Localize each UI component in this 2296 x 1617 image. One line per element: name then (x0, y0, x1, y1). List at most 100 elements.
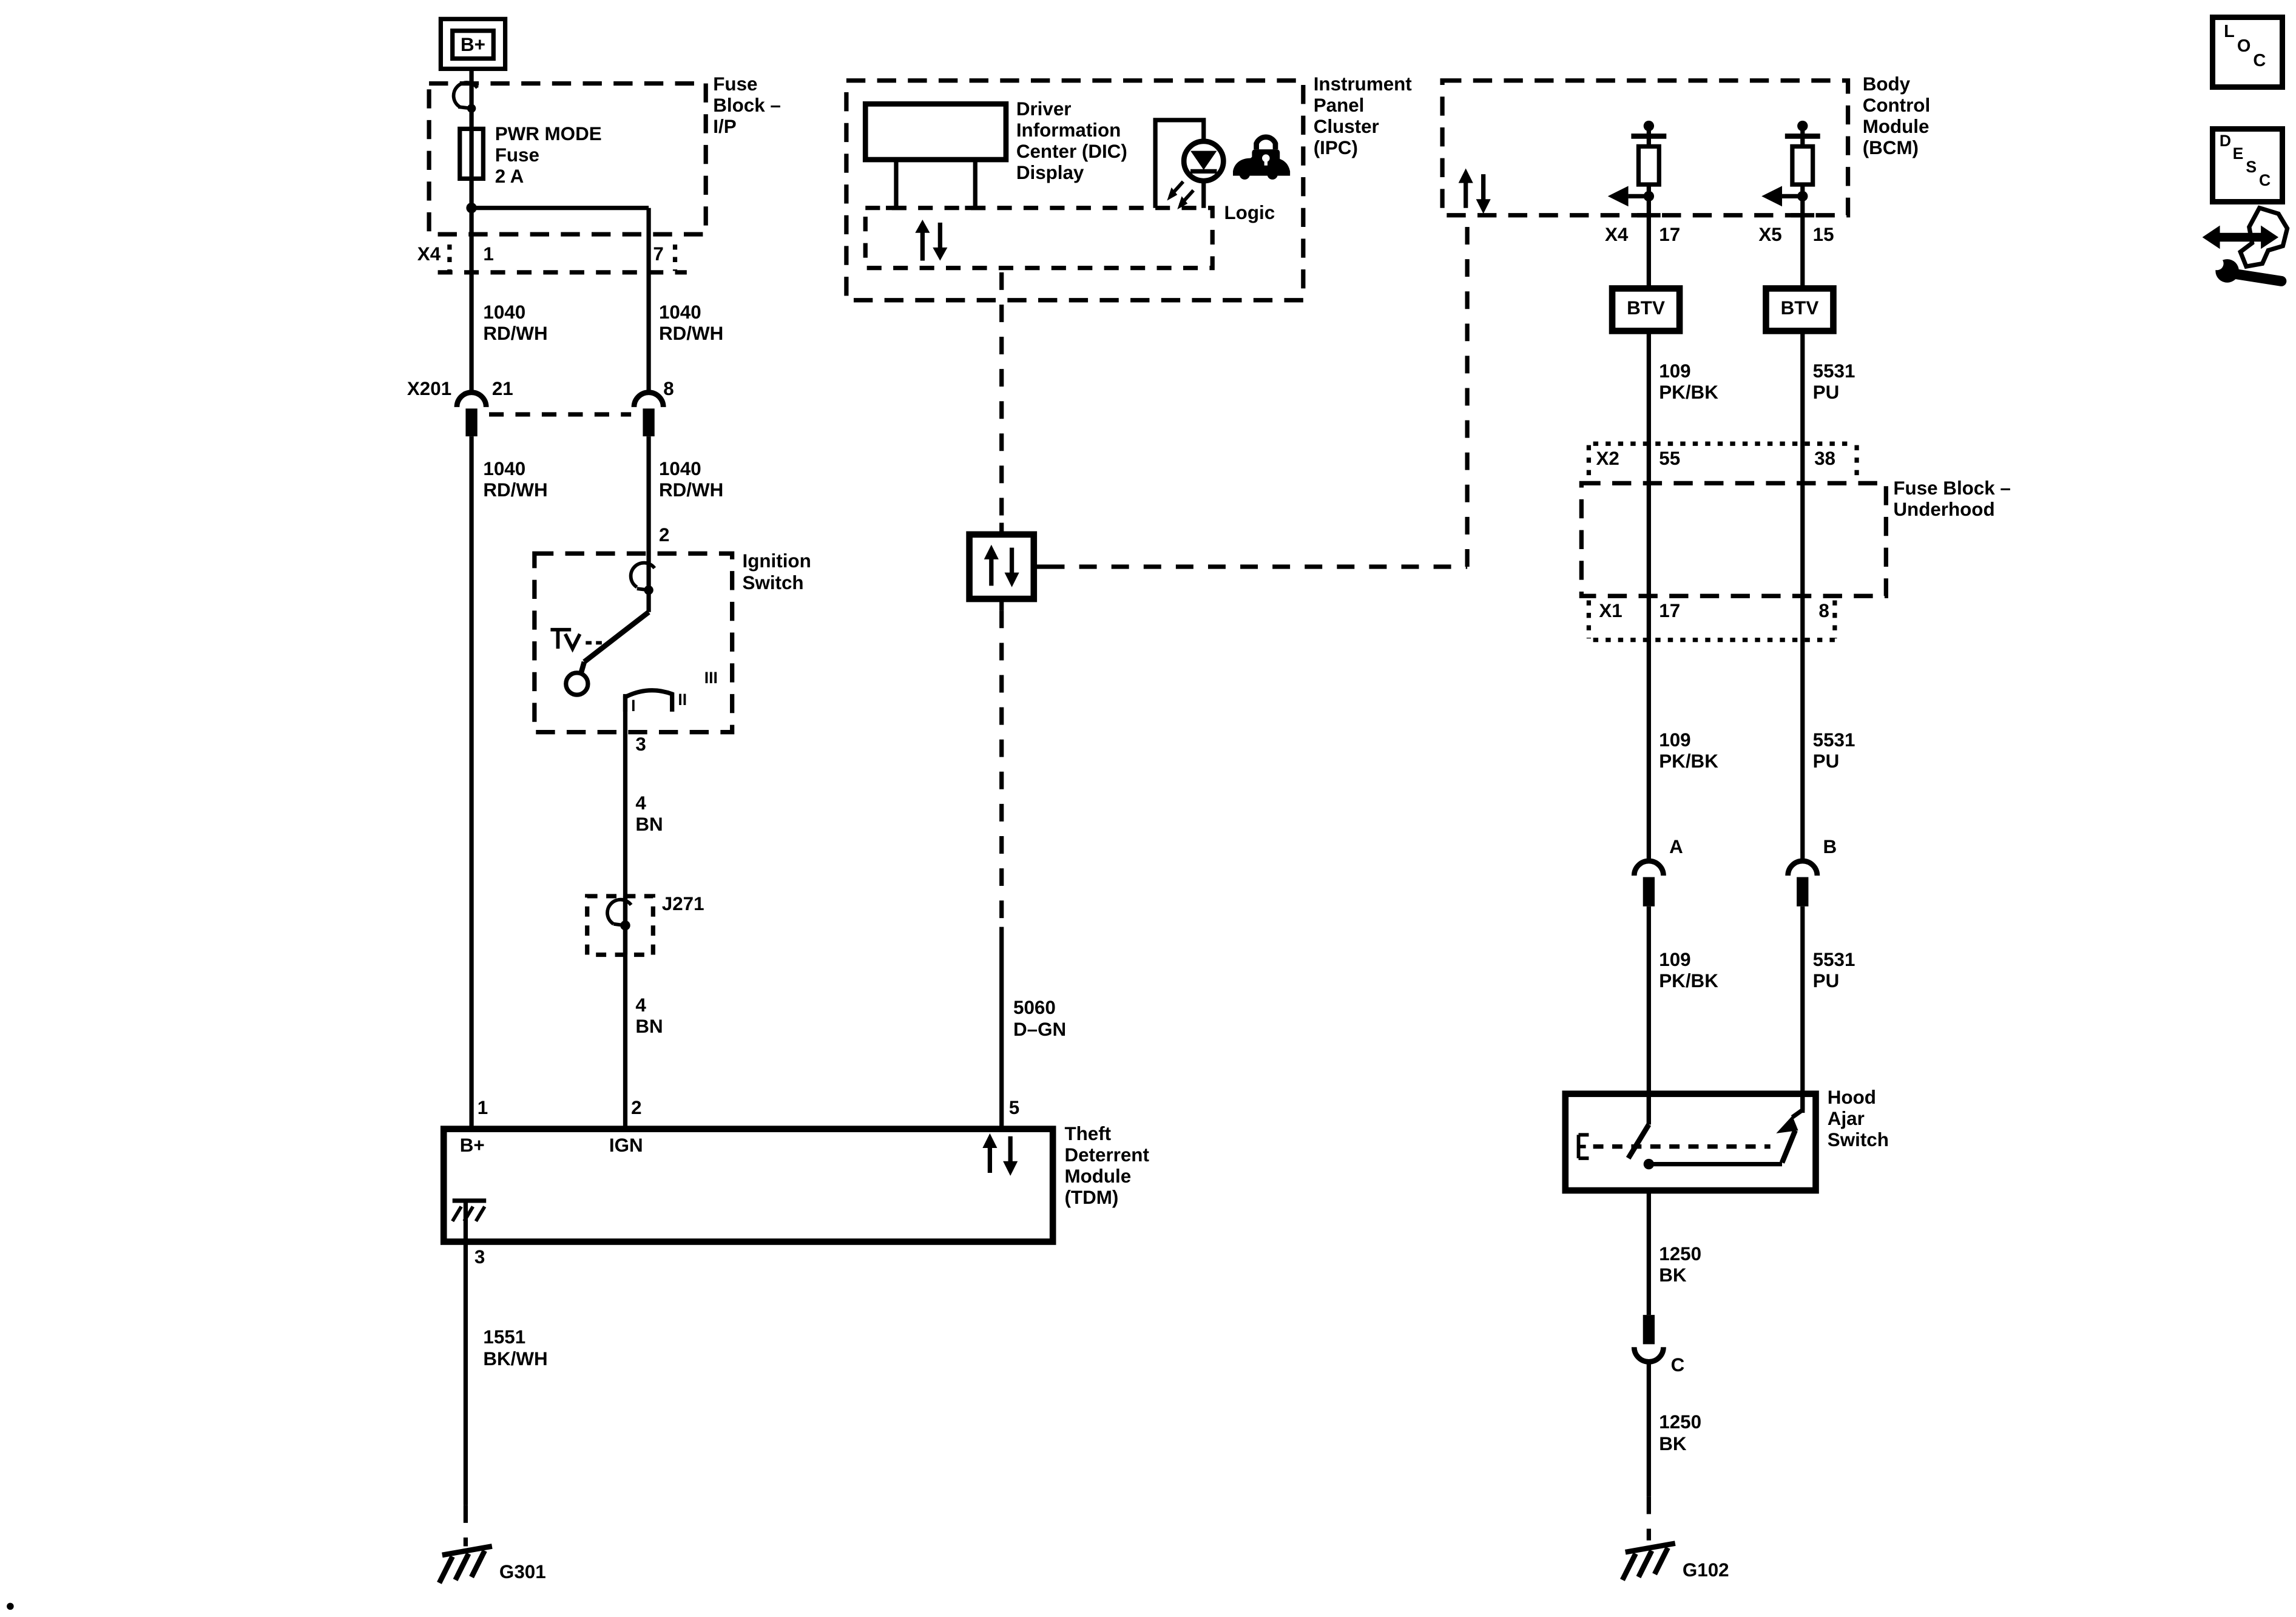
fuse-block-ip-label: Fuse Block – I/P (713, 73, 781, 137)
security-led-icon (1153, 118, 1226, 210)
wire-1040-label-3: 1040 RD/WH (483, 458, 548, 501)
x4-pin1-label: 1 (483, 243, 494, 265)
fuse-clip-icon (451, 81, 479, 113)
wire-4bn-label-1: 4 BN (635, 792, 663, 835)
underhood-fuse-block-label: Fuse Block – Underhood (1893, 477, 2011, 520)
btv-left-box (1609, 285, 1683, 334)
g301-ground-icon (437, 1544, 493, 1584)
j271-label: J271 (661, 893, 704, 915)
bcm-serial-arrows-icon (1458, 168, 1491, 214)
x4-pin7-label: 7 (653, 243, 664, 265)
x1-pin17-label: 17 (1659, 600, 1681, 622)
loc-button[interactable]: L O C (2209, 15, 2285, 90)
pwr-mode-fuse-icon (458, 126, 486, 181)
tdm-bplus-label: B+ (459, 1135, 485, 1156)
btv-right-box (1763, 285, 1837, 334)
ignition-pin3-label: 3 (635, 734, 646, 755)
x1-pin8-label: 8 (1818, 600, 1829, 622)
connector-a-label: A (1669, 836, 1683, 857)
x2-pin38-label: 38 (1814, 448, 1835, 470)
x201-pin8-label: 8 (663, 377, 674, 399)
connector-a-icon (1631, 858, 1666, 906)
wire-5531-label-2: 5531 PU (1812, 729, 1855, 772)
wire-109-label-1: 109 PK/BK (1659, 360, 1718, 403)
wire-109-label-3: 109 PK/BK (1659, 948, 1718, 991)
j271-splice-icon (585, 894, 655, 957)
desc-letter-c: C (2259, 170, 2271, 189)
underhood-fuse-block-outline (1579, 481, 1888, 598)
x201-connector-label: X201 (407, 377, 452, 399)
pwr-mode-fuse-label: PWR MODE Fuse 2 A (495, 123, 602, 187)
wire-1551-label: 1551 BK/WH (483, 1326, 548, 1369)
dic-display-icon (862, 101, 1009, 211)
desc-letter-d: D (2219, 131, 2232, 150)
hand-wrench-nav-icon[interactable] (2202, 205, 2290, 286)
ignition-pos-3-label: III (704, 668, 718, 687)
serial-data-wire (999, 219, 1470, 1129)
connector-b-label: B (1823, 836, 1837, 857)
logic-label: Logic (1224, 202, 1275, 224)
loc-letter-c: C (2253, 50, 2266, 70)
wire-5531-label-3: 5531 PU (1812, 948, 1855, 991)
wire-4bn-label-2: 4 BN (635, 994, 663, 1037)
bcm-x4-label: X4 (1604, 224, 1629, 246)
tdm-pin2-label: 2 (631, 1096, 642, 1118)
g102-ground-icon (1620, 1541, 1676, 1581)
dic-display-label: Driver Information Center (DIC) Display (1016, 98, 1127, 184)
x2-pin55-label: 55 (1659, 448, 1681, 470)
stray-mark (7, 1602, 14, 1610)
desc-button[interactable]: D E S C (2209, 126, 2285, 204)
x201-connector-icons (454, 390, 666, 437)
tdm-pin3-label: 3 (474, 1246, 485, 1268)
wire-1250-label-1: 1250 BK (1659, 1243, 1702, 1286)
logic-serial-arrows-icon (915, 219, 948, 261)
g301-label: G301 (499, 1561, 546, 1582)
wire-1040-label-4: 1040 RD/WH (658, 458, 724, 501)
logic-box-outline (863, 206, 1215, 271)
x4-connector-label: X4 (417, 243, 441, 265)
wire-1250-label-2: 1250 BK (1659, 1411, 1702, 1454)
serial-data-link-icon (966, 531, 1038, 603)
bcm-label: Body Control Module (BCM) (1862, 73, 1931, 159)
ipc-outline (844, 78, 1306, 303)
ignition-pos-1-label: I (631, 696, 636, 715)
ignition-switch-label: Ignition Switch (742, 550, 811, 593)
x2-connector-label: X2 (1596, 448, 1619, 470)
bcm-pin17-label: 17 (1659, 224, 1681, 246)
ignition-pos-2-label: II (678, 690, 687, 709)
desc-letter-s: S (2246, 157, 2257, 176)
loc-letter-l: L (2224, 21, 2235, 41)
wire-5060-label: 5060 D–GN (1013, 997, 1067, 1040)
connector-c-icon (1631, 1315, 1666, 1365)
ignition-pin2-label: 2 (658, 524, 670, 545)
x4-ip-connector-row (437, 245, 687, 275)
x1-connector-label: X1 (1599, 600, 1622, 622)
bcm-pin15-label: 15 (1812, 224, 1834, 246)
hood-ajar-switch-icon (1562, 1090, 1819, 1194)
hood-ajar-switch-label: Hood Ajar Switch (1827, 1086, 1889, 1150)
tdm-pin1-label: 1 (477, 1096, 488, 1118)
wire-5531-label-1: 5531 PU (1812, 360, 1855, 403)
btv-right-label: BTV (1780, 297, 1819, 319)
tdm-module-label: Theft Deterrent Module (TDM) (1064, 1123, 1149, 1209)
bcm-pullup-right-icon (1761, 120, 1820, 218)
desc-letter-e: E (2232, 144, 2244, 163)
tdm-pin5-label: 5 (1008, 1096, 1020, 1118)
wire-1040-label-1: 1040 RD/WH (483, 302, 548, 345)
g102-label: G102 (1682, 1559, 1729, 1581)
bcm-x5-label: X5 (1758, 224, 1782, 246)
wire-b-plus (466, 69, 651, 393)
tdm-ign-label: IGN (609, 1135, 643, 1156)
btv-left-label: BTV (1627, 297, 1665, 319)
car-lock-icon (1232, 134, 1291, 180)
x2-connector-row (1586, 441, 1859, 481)
wire-109-label-2: 109 PK/BK (1659, 729, 1718, 772)
bcm-pullup-left-icon (1607, 120, 1667, 218)
loc-letter-o: O (2237, 36, 2251, 56)
connector-b-icon (1785, 858, 1820, 906)
connector-c-label: C (1670, 1354, 1685, 1376)
x1-connector-row (1586, 600, 1842, 643)
tdm-module-box (440, 1126, 1056, 1245)
